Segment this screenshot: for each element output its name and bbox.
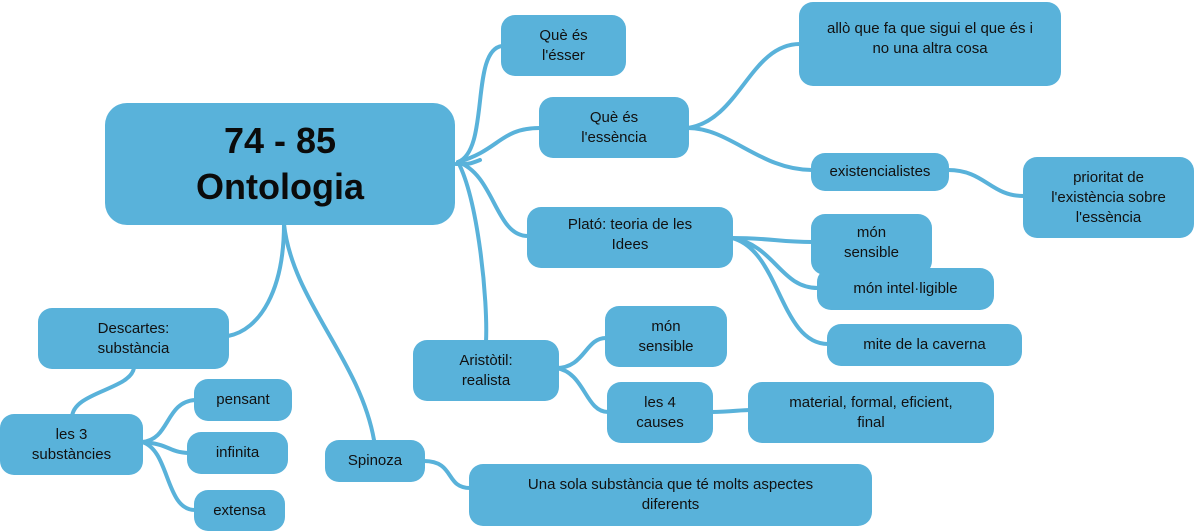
node-les-4-causes[interactable]: les 4 causes bbox=[607, 382, 713, 443]
node-que-es-esser[interactable]: Què és l'ésser bbox=[501, 15, 626, 76]
node-aristotil[interactable]: Aristòtil: realista bbox=[413, 340, 559, 401]
node-allo-que-fa[interactable]: allò que fa que sigui el que és i no una… bbox=[799, 2, 1061, 86]
node-existencialistes[interactable]: existencialistes bbox=[811, 153, 949, 191]
node-infinita[interactable]: infinita bbox=[187, 432, 288, 474]
node-mon-intelligible[interactable]: món intel·ligible bbox=[817, 268, 994, 310]
central-topic-line2: Ontologia bbox=[196, 166, 364, 207]
node-prioritat[interactable]: prioritat de l'existència sobre l'essènc… bbox=[1023, 157, 1194, 238]
node-plato[interactable]: Plató: teoria de les Idees bbox=[527, 207, 733, 268]
node-mite-caverna[interactable]: mite de la caverna bbox=[827, 324, 1022, 366]
node-pensant[interactable]: pensant bbox=[194, 379, 292, 421]
central-topic-line1: 74 - 85 bbox=[223, 120, 337, 161]
node-plato-mon-sensible[interactable]: món sensible bbox=[811, 214, 932, 275]
node-causes-list[interactable]: material, formal, eficient, final bbox=[748, 382, 994, 443]
node-descartes[interactable]: Descartes: substància bbox=[38, 308, 229, 369]
node-extensa[interactable]: extensa bbox=[194, 490, 285, 531]
node-que-es-essencia[interactable]: Què és l'essència bbox=[539, 97, 689, 158]
central-topic[interactable]: 74 - 85 Ontologia bbox=[105, 103, 455, 225]
node-aristotil-mon-sensible[interactable]: món sensible bbox=[605, 306, 727, 367]
node-spinoza[interactable]: Spinoza bbox=[325, 440, 425, 482]
node-una-sola-substancia[interactable]: Una sola substància que té molts aspecte… bbox=[469, 464, 872, 526]
node-les-3-substancies[interactable]: les 3 substàncies bbox=[0, 414, 143, 475]
